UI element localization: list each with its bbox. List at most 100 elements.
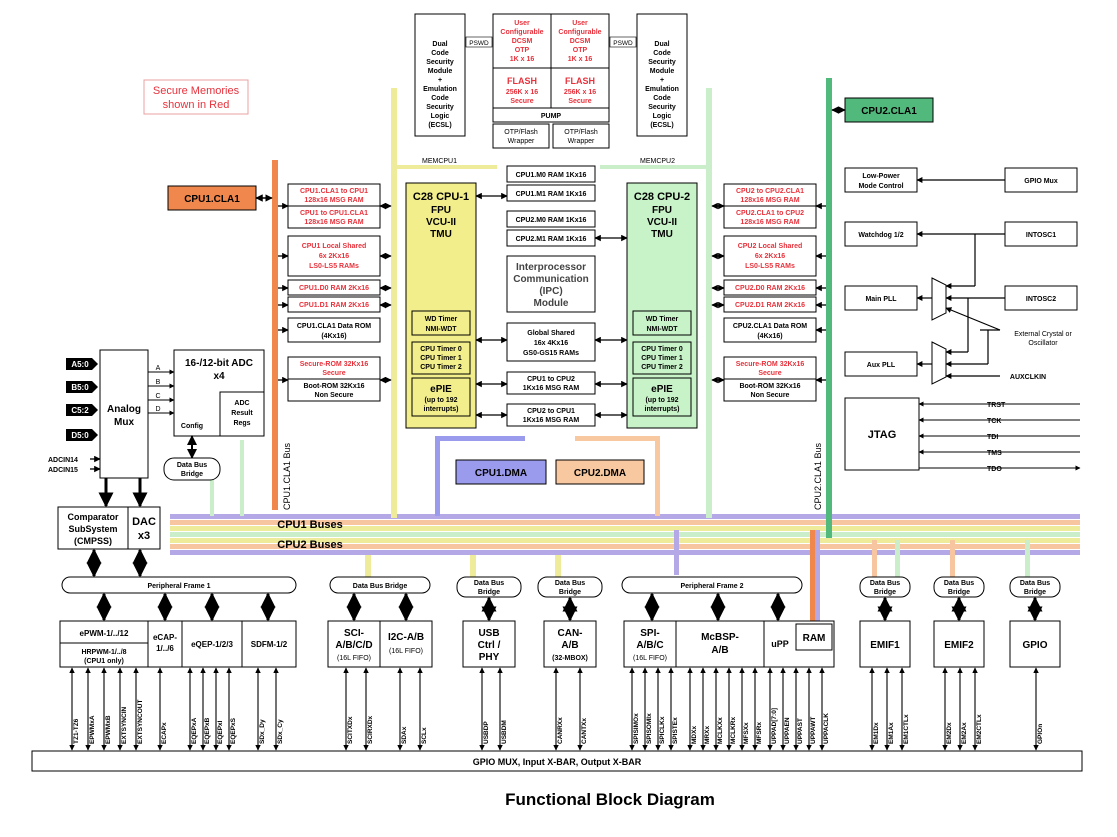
gpio-mux-bar: [31, 750, 1083, 772]
lpm-l1: Low-Power: [862, 173, 900, 180]
otp-right-l4: OTP: [573, 47, 588, 54]
dbb-emif2-l2: Bridge: [948, 589, 970, 596]
adcin14: ADCIN14: [48, 457, 78, 464]
eqep-label: eQEP-1/2/3: [191, 640, 233, 649]
signal-label-g3-1: EQEPxB: [204, 717, 211, 744]
epwm-label: ePWM-1/../12: [80, 629, 129, 638]
signal-label-g11-0: UPPAD[7:0]: [771, 708, 778, 744]
l-rom-l2: (4Kx16): [321, 333, 346, 340]
signal-label-g4-0: SDx_Dy: [259, 719, 266, 744]
frame1-label: Peripheral Frame 1: [147, 583, 210, 590]
signal-label-g1-1: EPWMxA: [89, 715, 96, 744]
r-ls-l1: CPU2 Local Shared: [738, 243, 803, 250]
signal-label-g13-2: EM2CTLx: [976, 714, 983, 744]
adc-l1: 16-/12-bit ADC: [185, 358, 253, 369]
cpu1-local-memory: CPU1.CLA1 to CPU1 128x16 MSG RAM CPU1 to…: [287, 183, 381, 402]
signal-label-g3-0: EQEPxA: [191, 717, 198, 744]
jtag-box: [844, 397, 920, 471]
cpu1-epie-l1: ePIE: [430, 384, 452, 395]
jtag-tdi: TDI: [987, 434, 998, 441]
signal-label-g10-0: MDXx: [691, 726, 698, 744]
hrpwm-l2: (CPU1 only): [84, 658, 124, 665]
signal-label-g8-1: CANTXx: [581, 718, 588, 744]
otp-left-l3: DCSM: [512, 38, 533, 45]
signal-label-g12-1: EM1Ax: [888, 722, 895, 744]
r-msg1-l1: CPU2 to CPU2.CLA1: [736, 188, 804, 195]
jtag-signals: TRST TCK TDI TMS TDO: [918, 401, 1081, 473]
signal-label-g7-1: USBDM: [501, 720, 508, 744]
adc-result-l2: Result: [231, 410, 253, 417]
flash-right-l3: Secure: [568, 98, 591, 105]
dbb-emif1-l1: Data Bus: [870, 580, 900, 587]
signal-label-g10-4: MFSXx: [743, 722, 750, 744]
dcsm-right-l3: Security: [648, 59, 676, 66]
l-brom-l1: Boot-ROM 32Kx16: [303, 383, 364, 390]
c1c2-l2: 1Kx16 MSG RAM: [523, 385, 580, 392]
dbb-can-l1: Data Bus: [555, 580, 585, 587]
r-d0: CPU2.D0 RAM 2Kx16: [735, 285, 805, 292]
sci-l1: SCI-: [344, 628, 364, 639]
analog-bridge-l1: Data Bus: [177, 462, 207, 469]
signal-label-g11-3: UPPAWT: [810, 717, 817, 744]
flash-left-l2: 256K x 16: [506, 89, 538, 96]
otp-left-l2: Configurable: [500, 29, 543, 36]
r-rom-l1: CPU2.CLA1 Data ROM: [733, 323, 807, 330]
spi-l3: (16L FIFO): [633, 655, 667, 662]
ipc-l2: Communication: [513, 274, 589, 285]
dcsm-left-l7: Code: [431, 95, 449, 102]
l-ls-l1: CPU1 Local Shared: [302, 243, 367, 250]
i2c-l2: (16L FIFO): [389, 648, 423, 655]
signal-label-g10-5: MFSRx: [756, 722, 763, 744]
lpm-l2: Mode Control: [858, 183, 903, 190]
sci-l2: A/B/C/D: [335, 640, 372, 651]
intosc1-label: INTOSC1: [1026, 232, 1056, 239]
signal-label-g8-0: CANRXx: [557, 717, 564, 744]
wrapper-right-l1: OTP/Flash: [564, 129, 598, 136]
l-srom-l2: Secure: [322, 370, 345, 377]
r-ls-l3: LS0-LS5 RAMs: [745, 263, 795, 270]
ipc-l3: (IPC): [539, 286, 562, 297]
adc-l2: x4: [213, 371, 225, 382]
gs-l1: Global Shared: [527, 330, 574, 337]
cpu2-cla1-box: [844, 97, 934, 123]
right-mem-arrows: [711, 202, 826, 384]
dac-l1: DAC: [132, 516, 156, 528]
dcsm-left-l4: Module: [428, 68, 453, 75]
legend-line1: Secure Memories: [153, 85, 240, 97]
signal-label-g10-2: MCLKXx: [717, 717, 724, 744]
ram-label: RAM: [803, 633, 826, 644]
ipc-l1: Interprocessor: [516, 262, 586, 273]
can-l2: A/B: [561, 640, 578, 651]
adc-config: Config: [181, 423, 203, 430]
signal-label-g5-1: SCIRXDx: [367, 715, 374, 744]
cpu2-cla1-label: CPU2.CLA1: [861, 106, 917, 117]
wrapper-right-l2: Wrapper: [568, 138, 595, 145]
analog-bridge-l2: Bridge: [181, 471, 203, 478]
l-srom-l1: Secure-ROM 32Kx16: [300, 361, 369, 368]
cpu2-dma-label: CPU2.DMA: [574, 468, 626, 479]
clock-wires: [945, 234, 1005, 379]
r-msg2-l1: CPU2.CLA1 to CPU2: [736, 210, 804, 217]
dcsm-left-l2: Code: [431, 50, 449, 57]
cpu1-epie-l2: (up to 192: [424, 397, 457, 404]
abcd-d: D: [155, 406, 160, 413]
signal-label-g2-0: ECAPx: [161, 722, 168, 744]
cpu1-buses-label: CPU1 Buses: [277, 519, 342, 531]
cpu1-timer2: CPU Timer 2: [420, 364, 462, 371]
r-srom-l1: Secure-ROM 32Kx16: [736, 361, 805, 368]
cpu2-fpu: FPU: [652, 205, 672, 216]
cpu2-title: C28 CPU-2: [634, 191, 690, 203]
emif2-label: EMIF2: [944, 640, 974, 651]
watchdog-label: Watchdog 1/2: [858, 232, 903, 239]
r-ls-l2: 6x 2Kx16: [755, 253, 785, 260]
r-srom-l2: Secure: [758, 370, 781, 377]
diagram-caption: Functional Block Diagram: [505, 790, 715, 809]
adcin15: ADCIN15: [48, 467, 78, 474]
usb-l3: PHY: [479, 652, 500, 663]
m0a: CPU1.M0 RAM 1Kx16: [516, 172, 587, 179]
cpu2-block: C28 CPU-2 FPU VCU-II TMU WD Timer NMI-WD…: [626, 182, 698, 429]
pswd-left: PSWD: [469, 40, 489, 47]
l-brom-l2: Non Secure: [315, 392, 354, 399]
cpu2-vcu: VCU-II: [647, 217, 677, 228]
cmpss-l1: Comparator: [67, 512, 119, 522]
